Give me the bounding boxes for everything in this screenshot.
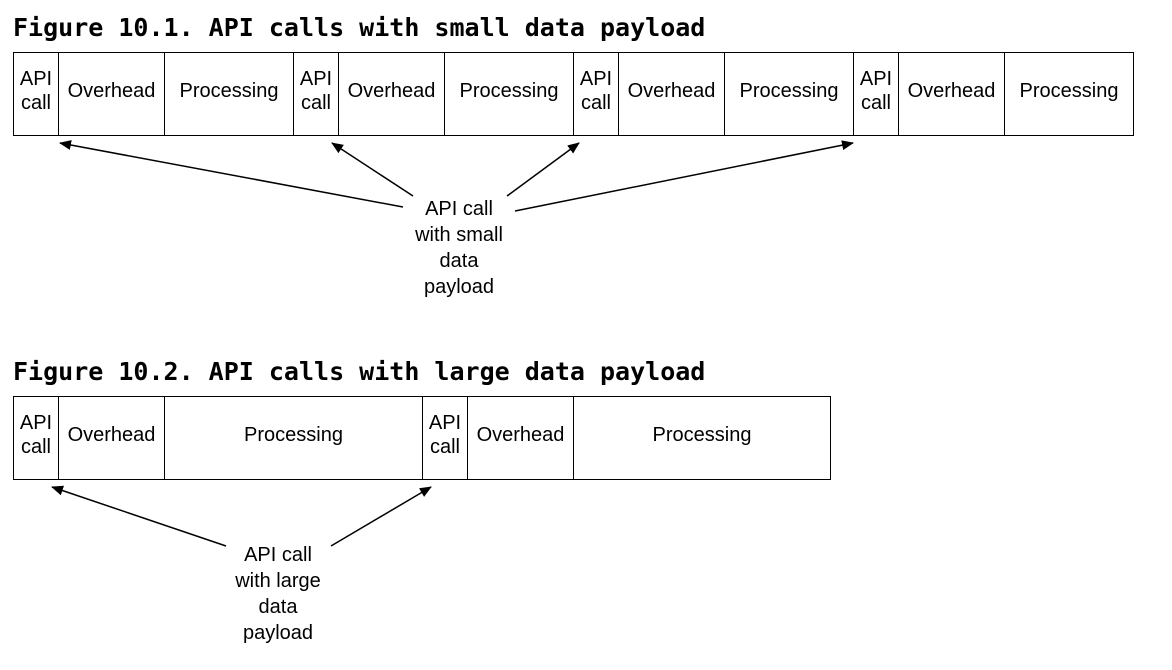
- processing-cell: Processing: [165, 53, 294, 135]
- overhead-cell: Overhead: [339, 53, 445, 135]
- arrow-to-large-api-call-2: [330, 486, 432, 547]
- arrow-to-api-call-2: [331, 142, 414, 197]
- figure-1-timeline: API call Overhead Processing API call Ov…: [13, 52, 1134, 136]
- figure-2-callout-label: API call with large data payload: [235, 544, 321, 644]
- arrow-to-api-call-4: [514, 140, 854, 212]
- api-call-cell: API call: [854, 53, 899, 135]
- api-call-cell: API call: [14, 397, 59, 479]
- overhead-cell: Overhead: [619, 53, 725, 135]
- processing-cell: Processing: [652, 424, 752, 446]
- figure-2-title: Figure 10.2. API calls with large data p…: [13, 357, 706, 386]
- overhead-cell: Overhead: [59, 53, 165, 135]
- api-call-cell: API call: [14, 53, 59, 135]
- arrow-to-large-api-call-1: [51, 485, 227, 547]
- api-call-cell: API call: [423, 397, 468, 479]
- processing-cell: Processing: [1019, 80, 1119, 102]
- overhead-cell: Overhead: [59, 397, 165, 479]
- api-call-cell: API call: [294, 53, 339, 135]
- figure-1-title: Figure 10.1. API calls with small data p…: [13, 13, 706, 42]
- arrow-to-api-call-1: [59, 140, 404, 208]
- overhead-cell: Overhead: [899, 53, 1005, 135]
- api-call-cell: API call: [574, 53, 619, 135]
- processing-cell: Processing: [165, 397, 423, 479]
- processing-cell: Processing: [445, 53, 574, 135]
- figure-1-callout-label: API call with small data payload: [415, 198, 503, 298]
- arrow-to-api-call-3: [506, 142, 580, 197]
- processing-cell: Processing: [725, 53, 854, 135]
- overhead-cell: Overhead: [468, 397, 574, 479]
- figure-2-timeline: API call Overhead Processing API call Ov…: [13, 396, 831, 480]
